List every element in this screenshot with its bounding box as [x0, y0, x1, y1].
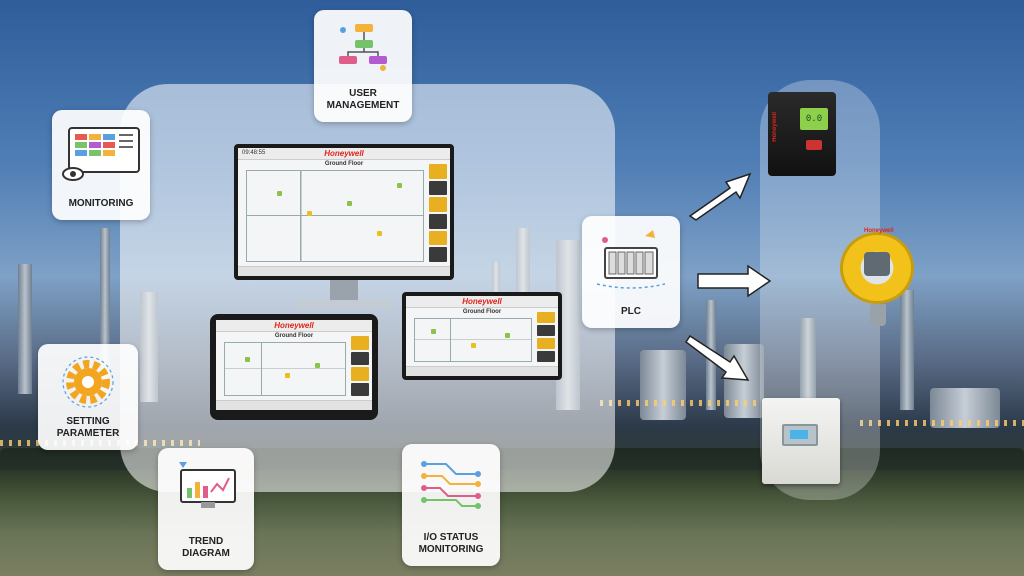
arrow-right-icon — [697, 264, 772, 298]
hmi-screen[interactable]: 09:48:55 Honeywell Ground Floor — [238, 148, 450, 276]
gas-reading-display: 0.0 — [800, 108, 828, 130]
gas-detector-display-unit[interactable]: Honeywell 0.0 — [768, 92, 836, 176]
circuit-icon — [421, 461, 481, 509]
hmi-menu-item[interactable] — [429, 247, 447, 263]
gas-detector-brand: Honeywell — [772, 112, 778, 142]
panel-screen[interactable]: Honeywell Ground Floor — [406, 296, 558, 376]
sensor-status-dot[interactable] — [471, 343, 476, 348]
hmi-menu-item[interactable] — [429, 164, 447, 179]
hmi-desktop-monitor: 09:48:55 Honeywell Ground Floor — [234, 144, 454, 280]
trend-diagram-label: TREND DIAGRAM — [182, 536, 230, 559]
monitoring-card[interactable]: MONITORING — [52, 110, 150, 220]
detector-sensor-neck — [870, 304, 886, 326]
panel-menu-item[interactable] — [537, 351, 555, 362]
user-management-label: USER MANAGEMENT — [326, 88, 400, 111]
flowchart-icon — [339, 24, 387, 71]
hmi-menu-item[interactable] — [429, 180, 447, 196]
storage-tank — [640, 350, 686, 420]
refinery-tower — [800, 318, 816, 408]
refinery-tower — [100, 228, 110, 398]
monitor-stand — [330, 280, 358, 302]
sensor-status-dot[interactable] — [285, 373, 290, 378]
panel-brand-logo: Honeywell — [406, 296, 558, 308]
tablet-menu-item[interactable] — [351, 367, 369, 381]
sensor-status-dot[interactable] — [307, 211, 312, 216]
io-status-monitoring-label: I/O STATUS MONITORING — [418, 532, 484, 555]
hmi-menu-item[interactable] — [429, 214, 447, 229]
trend-chart-icon — [179, 462, 236, 508]
sensor-status-dot[interactable] — [377, 231, 382, 236]
sensor-status-dot[interactable] — [397, 183, 402, 188]
gas-detector-button[interactable] — [806, 140, 822, 150]
monitoring-label: MONITORING — [68, 198, 134, 209]
panel-menu-item[interactable] — [537, 338, 555, 349]
hmi-panel-pc: Honeywell Ground Floor — [402, 292, 562, 380]
tablet-menu-item[interactable] — [351, 336, 369, 350]
panel-side-menu — [537, 312, 555, 362]
tablet-floor-title: Ground Floor — [274, 333, 314, 339]
setting-parameter-label: SETTING PARAMETER — [56, 416, 120, 439]
setting-parameter-card[interactable]: SETTING PARAMETER — [38, 344, 138, 450]
monitor-base — [296, 300, 392, 308]
refinery-tower — [18, 264, 32, 394]
tablet-screen[interactable]: Honeywell Ground Floor — [216, 320, 372, 410]
tablet-side-menu — [351, 336, 369, 396]
user-management-card[interactable]: USER MANAGEMENT — [314, 10, 412, 122]
monitor-eye-icon — [62, 127, 140, 181]
plc-rack-icon — [596, 230, 666, 289]
panel-floor-plan — [414, 318, 532, 362]
panel-menu-item[interactable] — [537, 325, 555, 336]
control-enclosure[interactable] — [762, 398, 840, 484]
panel-menu-item[interactable] — [537, 312, 555, 323]
arrow-down-right-icon — [684, 334, 750, 381]
detector-brand: Honeywell — [864, 228, 894, 234]
sensor-status-dot[interactable] — [505, 333, 510, 338]
plc-card[interactable]: PLC — [582, 216, 680, 328]
hmi-side-menu — [429, 164, 447, 263]
tablet-bottom-toolbar[interactable] — [216, 400, 372, 410]
sensor-status-dot[interactable] — [315, 363, 320, 368]
sensor-status-dot[interactable] — [431, 329, 436, 334]
tablet-menu-item[interactable] — [351, 382, 369, 396]
tablet-floor-plan — [224, 342, 346, 396]
io-status-monitoring-card[interactable]: I/O STATUS MONITORING — [402, 444, 500, 566]
detector-face — [864, 252, 890, 276]
trend-diagram-card[interactable]: TREND DIAGRAM — [158, 448, 254, 570]
plant-lights — [600, 400, 820, 406]
enclosure-window — [782, 424, 818, 446]
plant-lights — [860, 420, 1024, 426]
hmi-menu-item[interactable] — [429, 197, 447, 213]
tablet-menu-item[interactable] — [351, 351, 369, 365]
panel-floor-title: Ground Floor — [462, 309, 502, 315]
hmi-floor-title: Ground Floor — [324, 161, 364, 167]
gear-icon — [62, 356, 114, 408]
arrow-up-right-icon — [688, 172, 752, 221]
hmi-bottom-toolbar[interactable] — [238, 266, 450, 276]
hmi-menu-item[interactable] — [429, 230, 447, 246]
plc-label: PLC — [621, 306, 641, 317]
panel-bottom-toolbar[interactable] — [406, 366, 558, 376]
sensor-status-dot[interactable] — [277, 191, 282, 196]
hmi-brand-logo: Honeywell — [238, 148, 450, 160]
refinery-tower — [900, 290, 914, 410]
hmi-tablet: Honeywell Ground Floor — [210, 314, 378, 420]
tablet-brand-logo: Honeywell — [216, 320, 372, 332]
fixed-gas-detector[interactable]: Honeywell — [834, 226, 920, 326]
sensor-status-dot[interactable] — [245, 357, 250, 362]
hmi-clock: 09:48:55 — [242, 150, 266, 156]
sensor-status-dot[interactable] — [347, 201, 352, 206]
floor-plan — [246, 170, 424, 262]
